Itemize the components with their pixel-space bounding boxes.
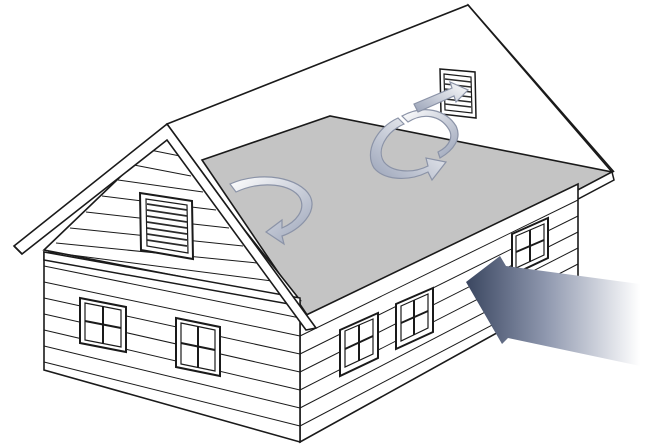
front-window-1: [80, 298, 126, 352]
airflow-arrow-icon: [466, 256, 640, 366]
front-window-2: [176, 318, 220, 376]
gable-vent-icon: [140, 193, 193, 259]
